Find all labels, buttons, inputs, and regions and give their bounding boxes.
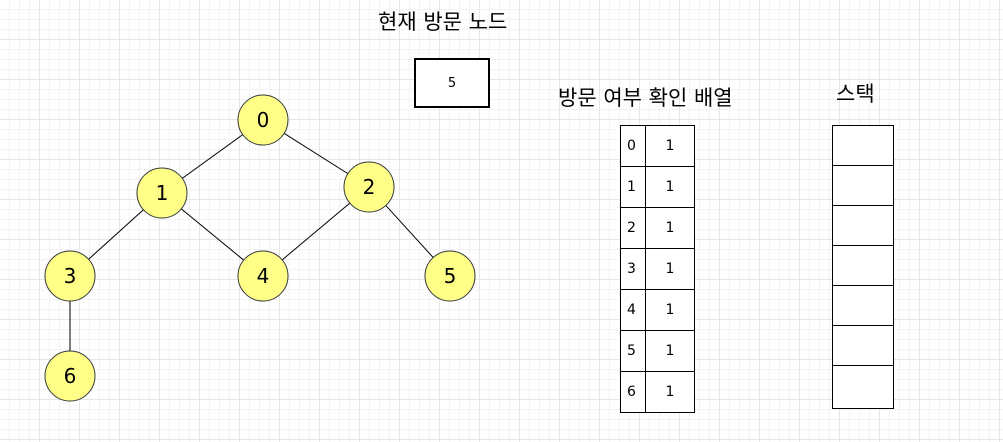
graph-diagram: 0 1 2 3 4 5 6 xyxy=(44,94,476,402)
graph-node-4: 4 xyxy=(237,250,289,302)
visited-index: 2 xyxy=(620,207,646,249)
graph-node-label: 5 xyxy=(444,264,457,288)
current-node-value: 5 xyxy=(447,75,457,91)
stack-slot xyxy=(833,326,893,366)
visited-value: 1 xyxy=(645,248,695,290)
graph-node-label: 1 xyxy=(156,181,169,205)
visited-array-title: 방문 여부 확인 배열 xyxy=(558,86,733,110)
graph-node-circle xyxy=(237,94,289,146)
visited-value: 1 xyxy=(645,125,695,167)
visited-index: 5 xyxy=(620,330,646,372)
graph-node-label: 2 xyxy=(363,175,376,199)
stack-slot xyxy=(833,286,893,326)
graph-node-6: 6 xyxy=(44,350,96,402)
stack-container xyxy=(832,125,894,409)
graph-node-label: 4 xyxy=(257,264,270,288)
current-node-title: 현재 방문 노드 xyxy=(378,10,508,34)
visited-value: 1 xyxy=(645,166,695,208)
visited-index: 1 xyxy=(620,166,646,208)
graph-node-circle xyxy=(44,350,96,402)
graph-node-label: 3 xyxy=(64,264,77,288)
graph-node-circle xyxy=(136,167,188,219)
graph-node-circle xyxy=(44,250,96,302)
visited-index: 3 xyxy=(620,248,646,290)
visited-value: 1 xyxy=(645,207,695,249)
graph-node-circle xyxy=(424,250,476,302)
stack-slot xyxy=(833,166,893,206)
graph-node-circle xyxy=(237,250,289,302)
stack-slot xyxy=(833,366,893,408)
visited-value: 1 xyxy=(645,330,695,372)
graph-node-5: 5 xyxy=(424,250,476,302)
visited-value: 1 xyxy=(645,371,695,413)
stack-slot xyxy=(833,206,893,246)
current-node-box: 5 xyxy=(414,58,490,108)
graph-node-1: 1 xyxy=(136,167,188,219)
stack-slot xyxy=(833,126,893,166)
graph-node-3: 3 xyxy=(44,250,96,302)
visited-index: 4 xyxy=(620,289,646,331)
stack-slot xyxy=(833,246,893,286)
graph-node-2: 2 xyxy=(343,161,395,213)
graph-node-label: 6 xyxy=(64,364,77,388)
visited-index: 0 xyxy=(620,125,646,167)
graph-node-circle xyxy=(343,161,395,213)
stack-title: 스택 xyxy=(836,82,875,106)
graph-node-label: 0 xyxy=(257,108,270,132)
visited-index: 6 xyxy=(620,371,646,413)
graph-node-0: 0 xyxy=(237,94,289,146)
visited-value: 1 xyxy=(645,289,695,331)
